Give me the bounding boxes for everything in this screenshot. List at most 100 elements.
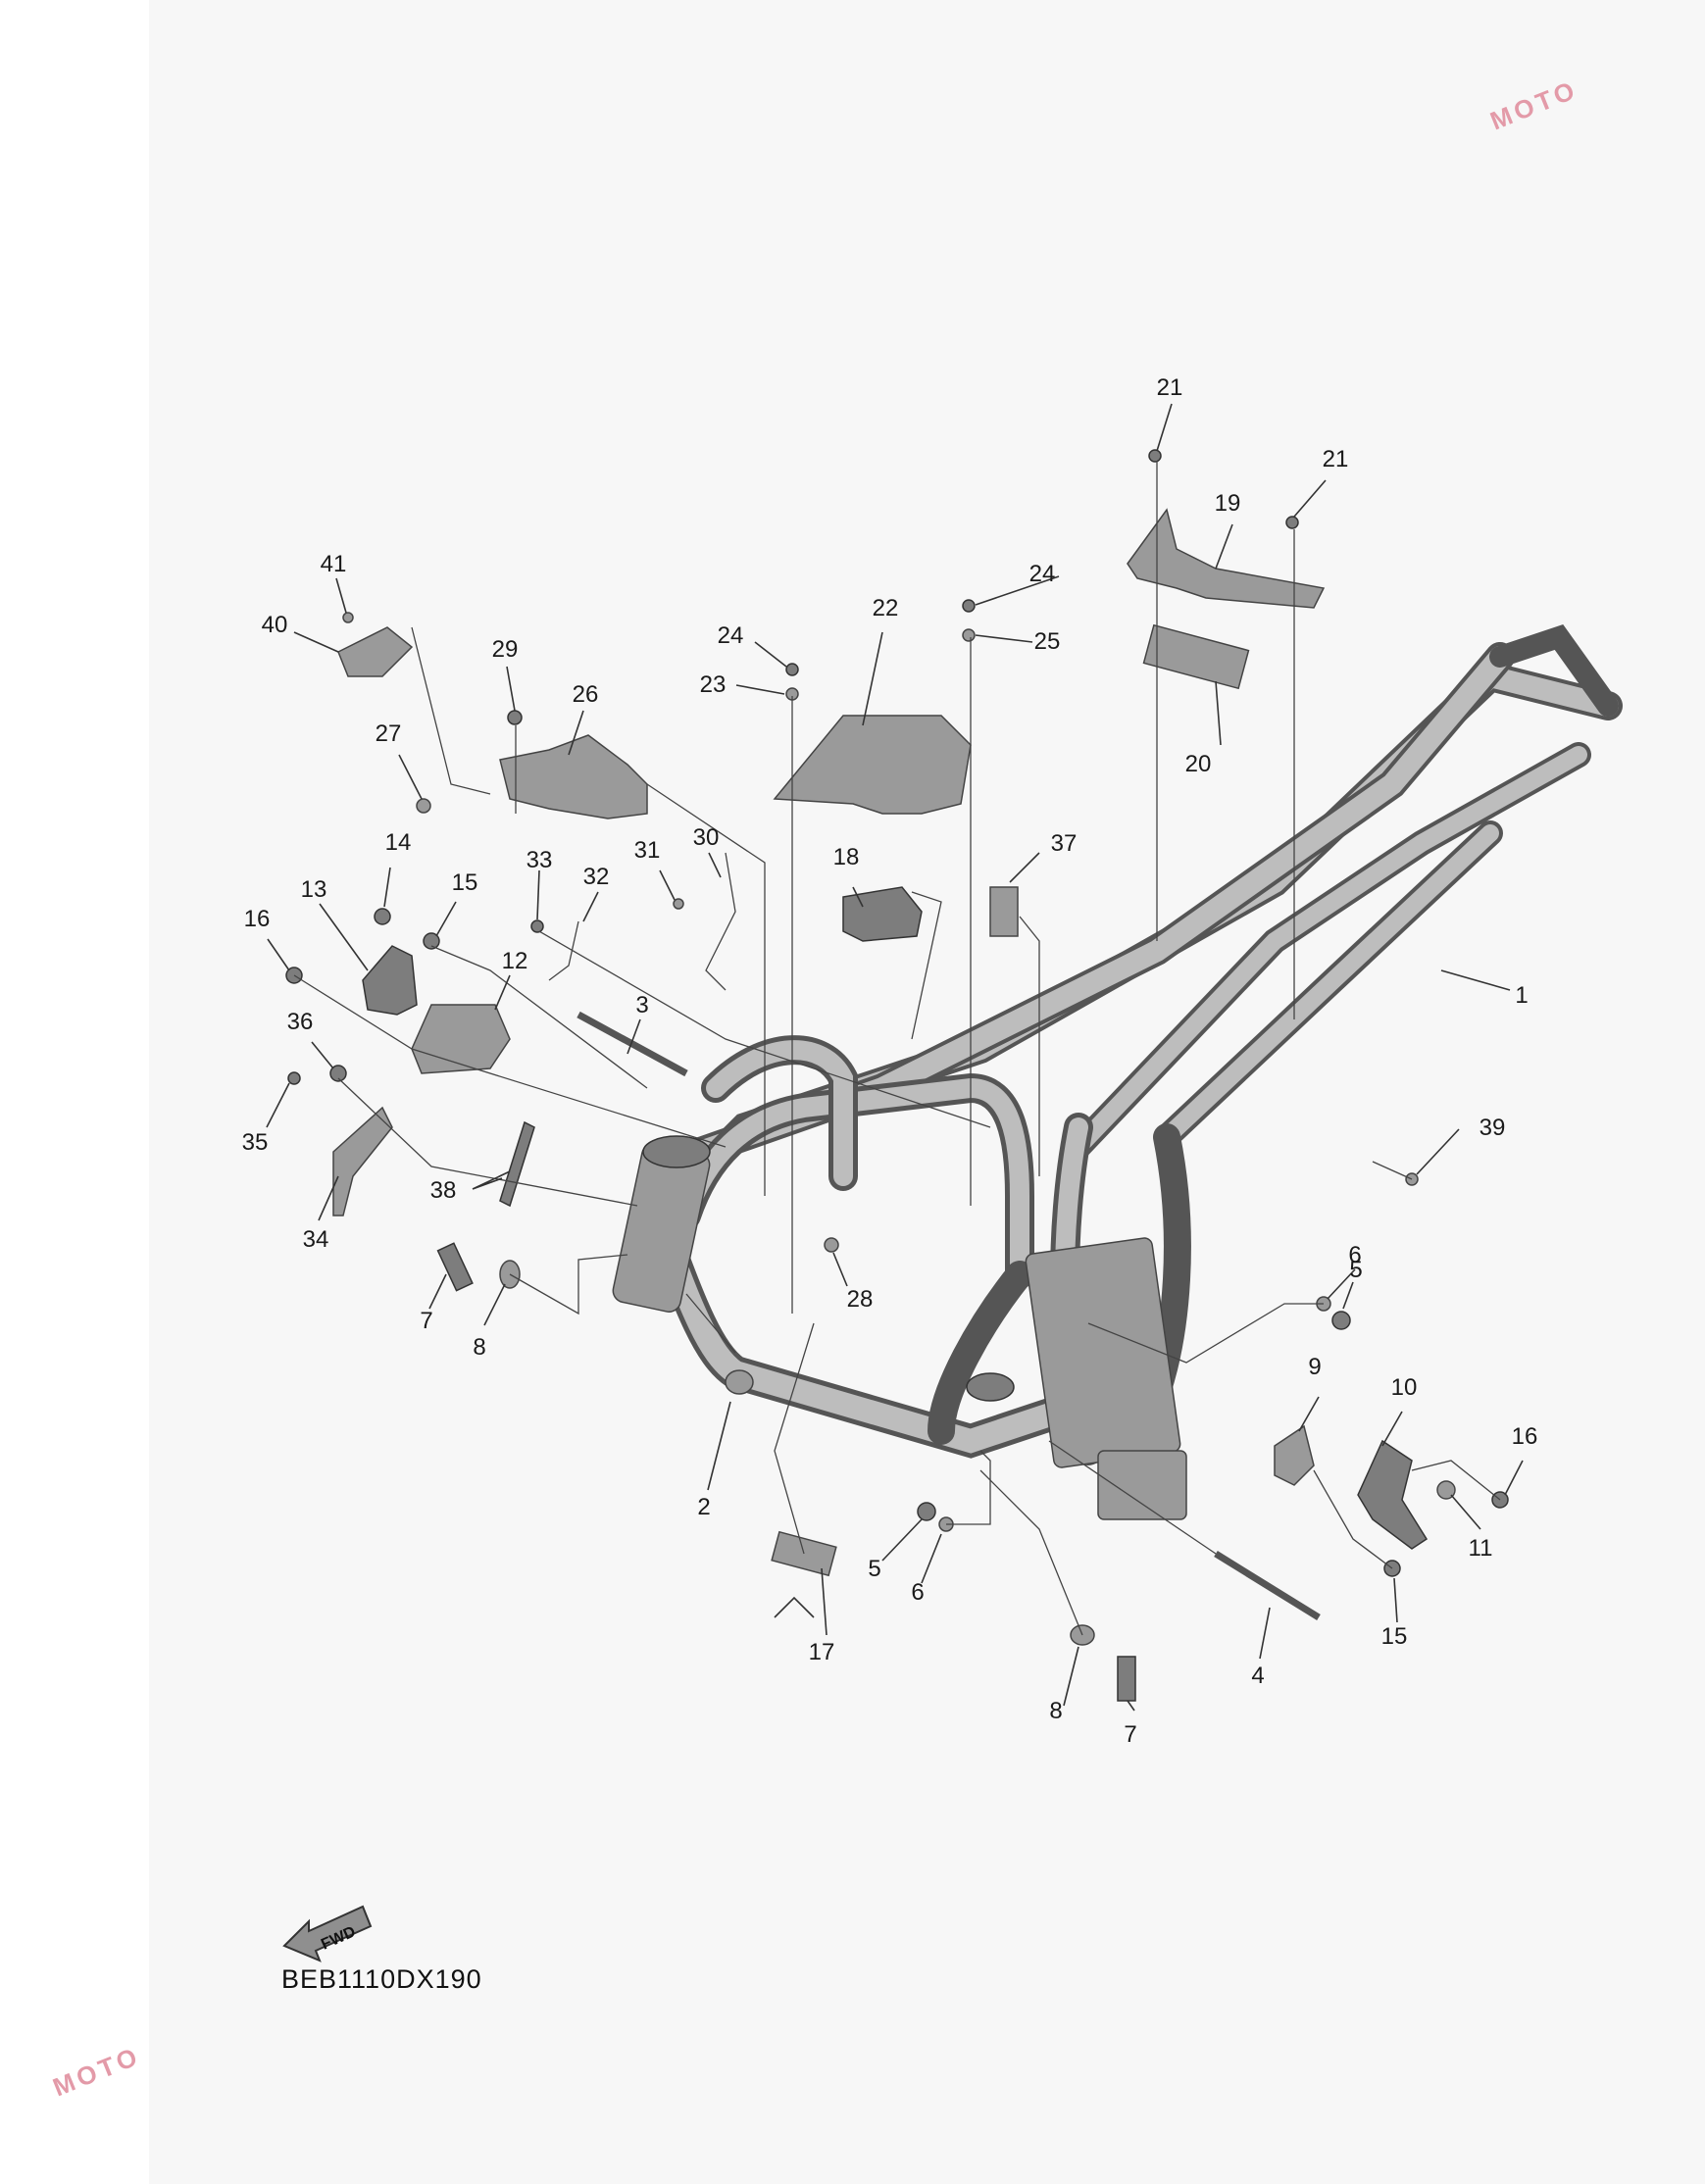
callout-34: 34 xyxy=(303,1226,329,1253)
part-32-stay xyxy=(548,920,579,981)
callout-24-right: 24 xyxy=(1029,561,1056,587)
callout-6-lower: 6 xyxy=(911,1579,924,1606)
part-24-screw-a xyxy=(785,663,799,676)
callout-7-right: 7 xyxy=(1124,1721,1136,1748)
part-41-screw xyxy=(342,612,354,623)
callout-22: 22 xyxy=(873,595,899,621)
part-13-engine-mount xyxy=(362,945,418,1016)
part-37-plate xyxy=(989,886,1019,937)
callout-21-left: 21 xyxy=(1157,374,1183,401)
part-40-guard xyxy=(337,626,414,677)
callout-19: 19 xyxy=(1215,490,1241,517)
callout-20: 20 xyxy=(1185,751,1212,777)
part-7-bolt-right xyxy=(1117,1656,1136,1702)
callout-labels: 1 2 3 4 5 5 6 6 7 7 8 8 9 10 11 12 13 14… xyxy=(242,374,1538,1748)
callout-16-left: 16 xyxy=(244,906,271,932)
callout-25: 25 xyxy=(1034,628,1061,655)
callout-33: 33 xyxy=(527,847,553,873)
part-33-bolt xyxy=(530,919,544,933)
part-28-collar xyxy=(824,1237,839,1253)
callout-36: 36 xyxy=(287,1009,314,1035)
fwd-arrow-icon xyxy=(282,1905,373,1962)
callout-11: 11 xyxy=(1469,1535,1493,1562)
callout-16-right: 16 xyxy=(1512,1423,1538,1450)
callout-30: 30 xyxy=(693,824,720,851)
part-9-engine-mount xyxy=(1274,1424,1315,1486)
part-14-nut xyxy=(374,908,391,925)
callout-38: 38 xyxy=(430,1177,457,1204)
callout-5-right: 5 xyxy=(1349,1257,1362,1283)
callout-18: 18 xyxy=(833,844,860,870)
callout-1: 1 xyxy=(1515,982,1528,1009)
callout-15-left: 15 xyxy=(452,869,478,896)
callout-8-right: 8 xyxy=(1049,1698,1062,1724)
callout-26: 26 xyxy=(573,681,599,708)
callout-32: 32 xyxy=(583,864,610,890)
callout-9: 9 xyxy=(1308,1354,1321,1380)
callout-5-lower: 5 xyxy=(868,1556,880,1582)
callout-28: 28 xyxy=(847,1286,874,1313)
callout-27: 27 xyxy=(376,720,402,747)
pivot-boss xyxy=(966,1372,1015,1402)
callout-39: 39 xyxy=(1479,1115,1506,1141)
callout-41: 41 xyxy=(321,551,347,577)
callout-37: 37 xyxy=(1051,830,1078,857)
part-10-engine-mount xyxy=(1357,1439,1429,1550)
main-frame xyxy=(612,623,1623,1520)
part-5-nut-lower xyxy=(917,1502,936,1521)
callout-14: 14 xyxy=(385,829,412,856)
part-29-nut xyxy=(507,710,523,725)
fwd-arrow: FWD xyxy=(282,1905,373,1962)
part-24-screw-b xyxy=(962,599,976,613)
callout-6-right: 6 xyxy=(1348,1242,1361,1268)
callout-3: 3 xyxy=(635,992,648,1018)
part-7-bolt-left xyxy=(436,1242,474,1292)
part-2-collar xyxy=(725,1369,754,1395)
callout-15-right: 15 xyxy=(1381,1623,1408,1650)
part-34-bracket xyxy=(332,1106,393,1216)
part-38-plate xyxy=(499,1120,535,1208)
leader-lines xyxy=(266,403,1524,1712)
rear-loop xyxy=(1489,623,1619,717)
part-30-clip xyxy=(705,852,736,991)
pivot-plate xyxy=(1025,1237,1181,1468)
assembly-lines xyxy=(293,461,1501,1636)
part-21-screw-b xyxy=(1285,516,1299,529)
callout-29: 29 xyxy=(492,636,519,663)
callout-13: 13 xyxy=(301,876,327,903)
part-3-long-bolt xyxy=(577,1011,688,1077)
part-26-bracket xyxy=(499,734,648,819)
part-27-clip xyxy=(416,798,431,814)
cradle-tube xyxy=(928,1261,1033,1445)
callout-2: 2 xyxy=(697,1494,710,1520)
part-11-collar xyxy=(1436,1480,1456,1500)
diagram-code: BEB1110DX190 xyxy=(281,1964,482,1994)
part-12-engine-mount xyxy=(411,1004,511,1074)
part-18-damper xyxy=(842,886,923,942)
head-pipe-top xyxy=(642,1135,711,1168)
callout-8-left: 8 xyxy=(473,1334,485,1361)
callout-17: 17 xyxy=(809,1639,835,1665)
part-20-rubber-pad xyxy=(1142,623,1250,690)
callout-31: 31 xyxy=(634,837,661,864)
callout-23: 23 xyxy=(700,671,727,698)
callout-10: 10 xyxy=(1391,1374,1418,1401)
part-22-battery-tray xyxy=(773,715,972,815)
part-21-screw-a xyxy=(1148,449,1162,463)
part-4-long-bolt xyxy=(1214,1551,1321,1620)
part-5-nut-right xyxy=(1331,1311,1351,1330)
part-36-nut xyxy=(329,1065,347,1082)
callout-40: 40 xyxy=(262,612,288,638)
callout-21-right: 21 xyxy=(1323,446,1349,472)
lower-mount-block xyxy=(1097,1450,1187,1520)
callout-7-left: 7 xyxy=(420,1308,432,1334)
part-31-collar xyxy=(673,898,684,910)
part-25-collar xyxy=(962,628,976,642)
callout-4: 4 xyxy=(1251,1663,1264,1689)
part-35-bolt xyxy=(287,1071,301,1085)
part-15-bolt-left xyxy=(423,932,440,950)
callout-35: 35 xyxy=(242,1129,269,1156)
callout-12: 12 xyxy=(502,948,528,974)
